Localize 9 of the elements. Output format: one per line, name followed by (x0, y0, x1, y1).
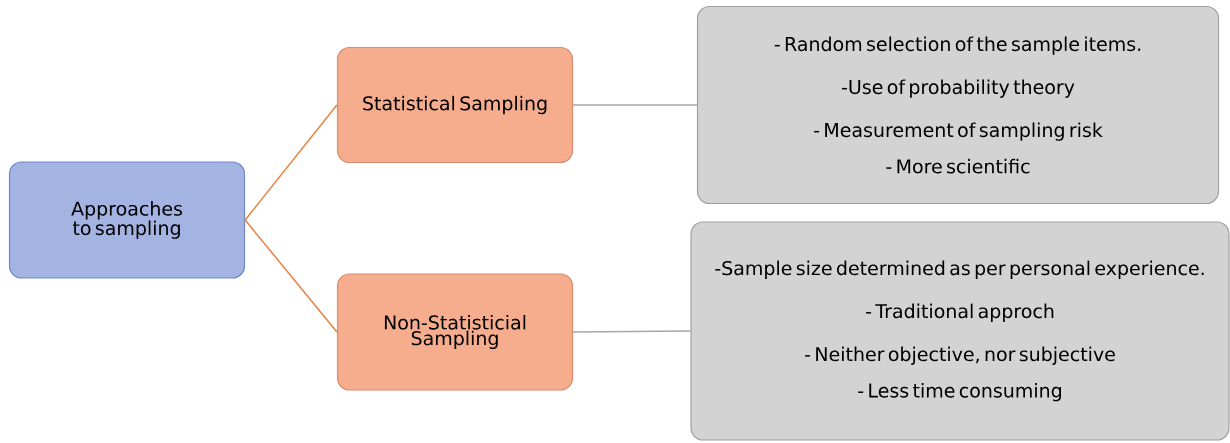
connector-line (572, 330, 692, 333)
connector-line (244, 104, 338, 221)
description-box: - Random selection of the sample items. -Use of probability theory - Measurement of sampling risk - More scientific (696, 5, 1220, 205)
category-box: Non-Statisticial Sampling (336, 273, 574, 391)
category-box: Statistical Sampling (336, 46, 574, 164)
root-box: Approaches to sampling (8, 161, 246, 279)
connector-line (244, 219, 338, 333)
description-box: -Sample size determined as per personal experience. - Traditional approch - Neither objective, nor subjective - Less time consuming (690, 221, 1230, 441)
connector-line (572, 104, 698, 106)
